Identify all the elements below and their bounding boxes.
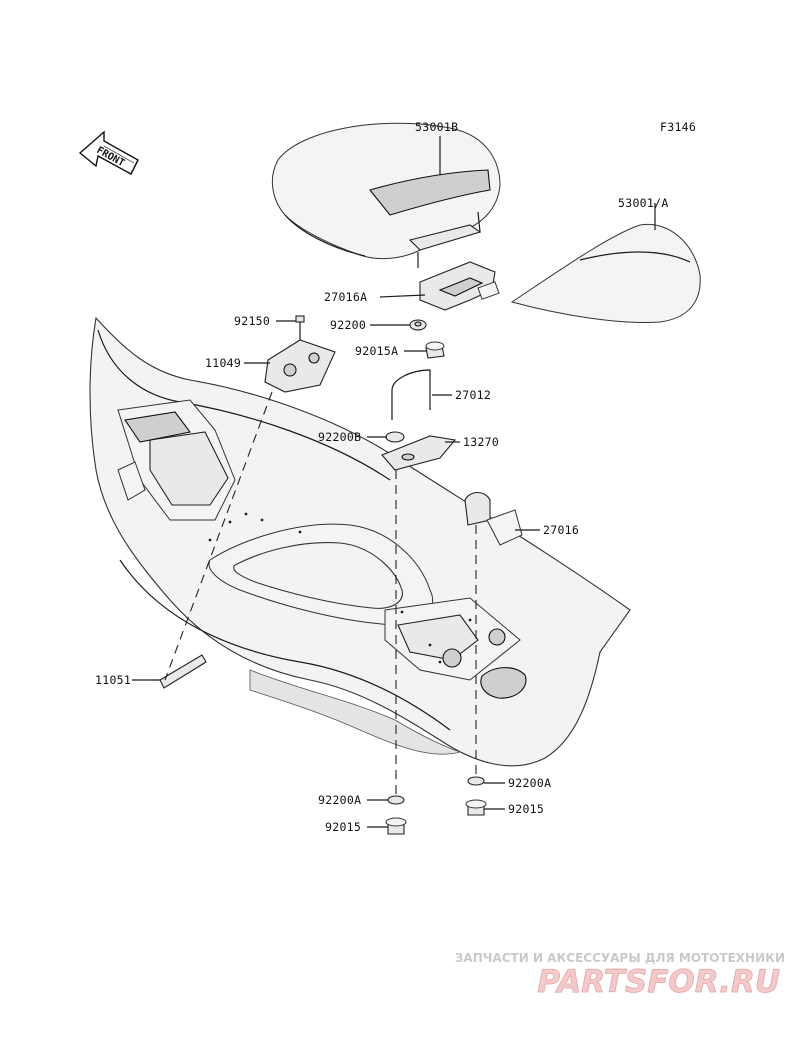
label-27012: 27012 bbox=[455, 388, 491, 402]
seat-53001b bbox=[271, 122, 501, 268]
label-53001a: 53001/A bbox=[618, 196, 669, 210]
label-92200: 92200 bbox=[330, 318, 366, 332]
latch-27016a bbox=[419, 261, 500, 311]
label-27016: 27016 bbox=[543, 523, 579, 537]
label-92150: 92150 bbox=[234, 314, 270, 328]
grommet-92015a bbox=[425, 341, 445, 359]
label-92015a: 92015A bbox=[355, 344, 398, 358]
seat-53001a bbox=[510, 223, 701, 323]
washer-92200b bbox=[385, 431, 405, 443]
label-92200b: 92200B bbox=[318, 430, 361, 444]
assembly-line-left bbox=[164, 391, 273, 681]
strap-11051 bbox=[159, 654, 207, 689]
label-92015-right: 92015 bbox=[508, 802, 544, 816]
front-arrow-icon: FRONT bbox=[78, 130, 139, 175]
label-11051: 11051 bbox=[95, 673, 131, 687]
label-92015-left: 92015 bbox=[325, 820, 361, 834]
label-27016a: 27016A bbox=[324, 290, 367, 304]
grommet-92015-right bbox=[465, 799, 487, 816]
leader-lines bbox=[132, 136, 656, 828]
label-11049: 11049 bbox=[205, 356, 241, 370]
label-13270: 13270 bbox=[463, 435, 499, 449]
figure-code: F3146 bbox=[660, 120, 696, 134]
hook-27016 bbox=[464, 491, 523, 546]
hull-deck bbox=[89, 316, 631, 767]
label-53001b: 53001B bbox=[415, 120, 458, 134]
washer-92200a-left bbox=[387, 795, 405, 805]
label-92200a-right: 92200A bbox=[508, 776, 551, 790]
washer-92200a-right bbox=[467, 776, 485, 786]
watermark-logo: PARTSFOR.RU bbox=[537, 964, 780, 1000]
watermark-tagline: ЗАПЧАСТИ И АКСЕССУАРЫ ДЛЯ МОТОТЕХНИКИ bbox=[455, 951, 785, 965]
nut-92200 bbox=[409, 319, 427, 331]
label-92200a-left: 92200A bbox=[318, 793, 361, 807]
watermark: ЗАПЧАСТИ И АКСЕССУАРЫ ДЛЯ МОТОТЕХНИКИ PA… bbox=[455, 951, 785, 1000]
plate-13270 bbox=[381, 435, 457, 471]
u-bolt-27012 bbox=[391, 369, 431, 420]
plate-11049 bbox=[264, 339, 336, 393]
grommet-92015-left bbox=[385, 817, 407, 835]
